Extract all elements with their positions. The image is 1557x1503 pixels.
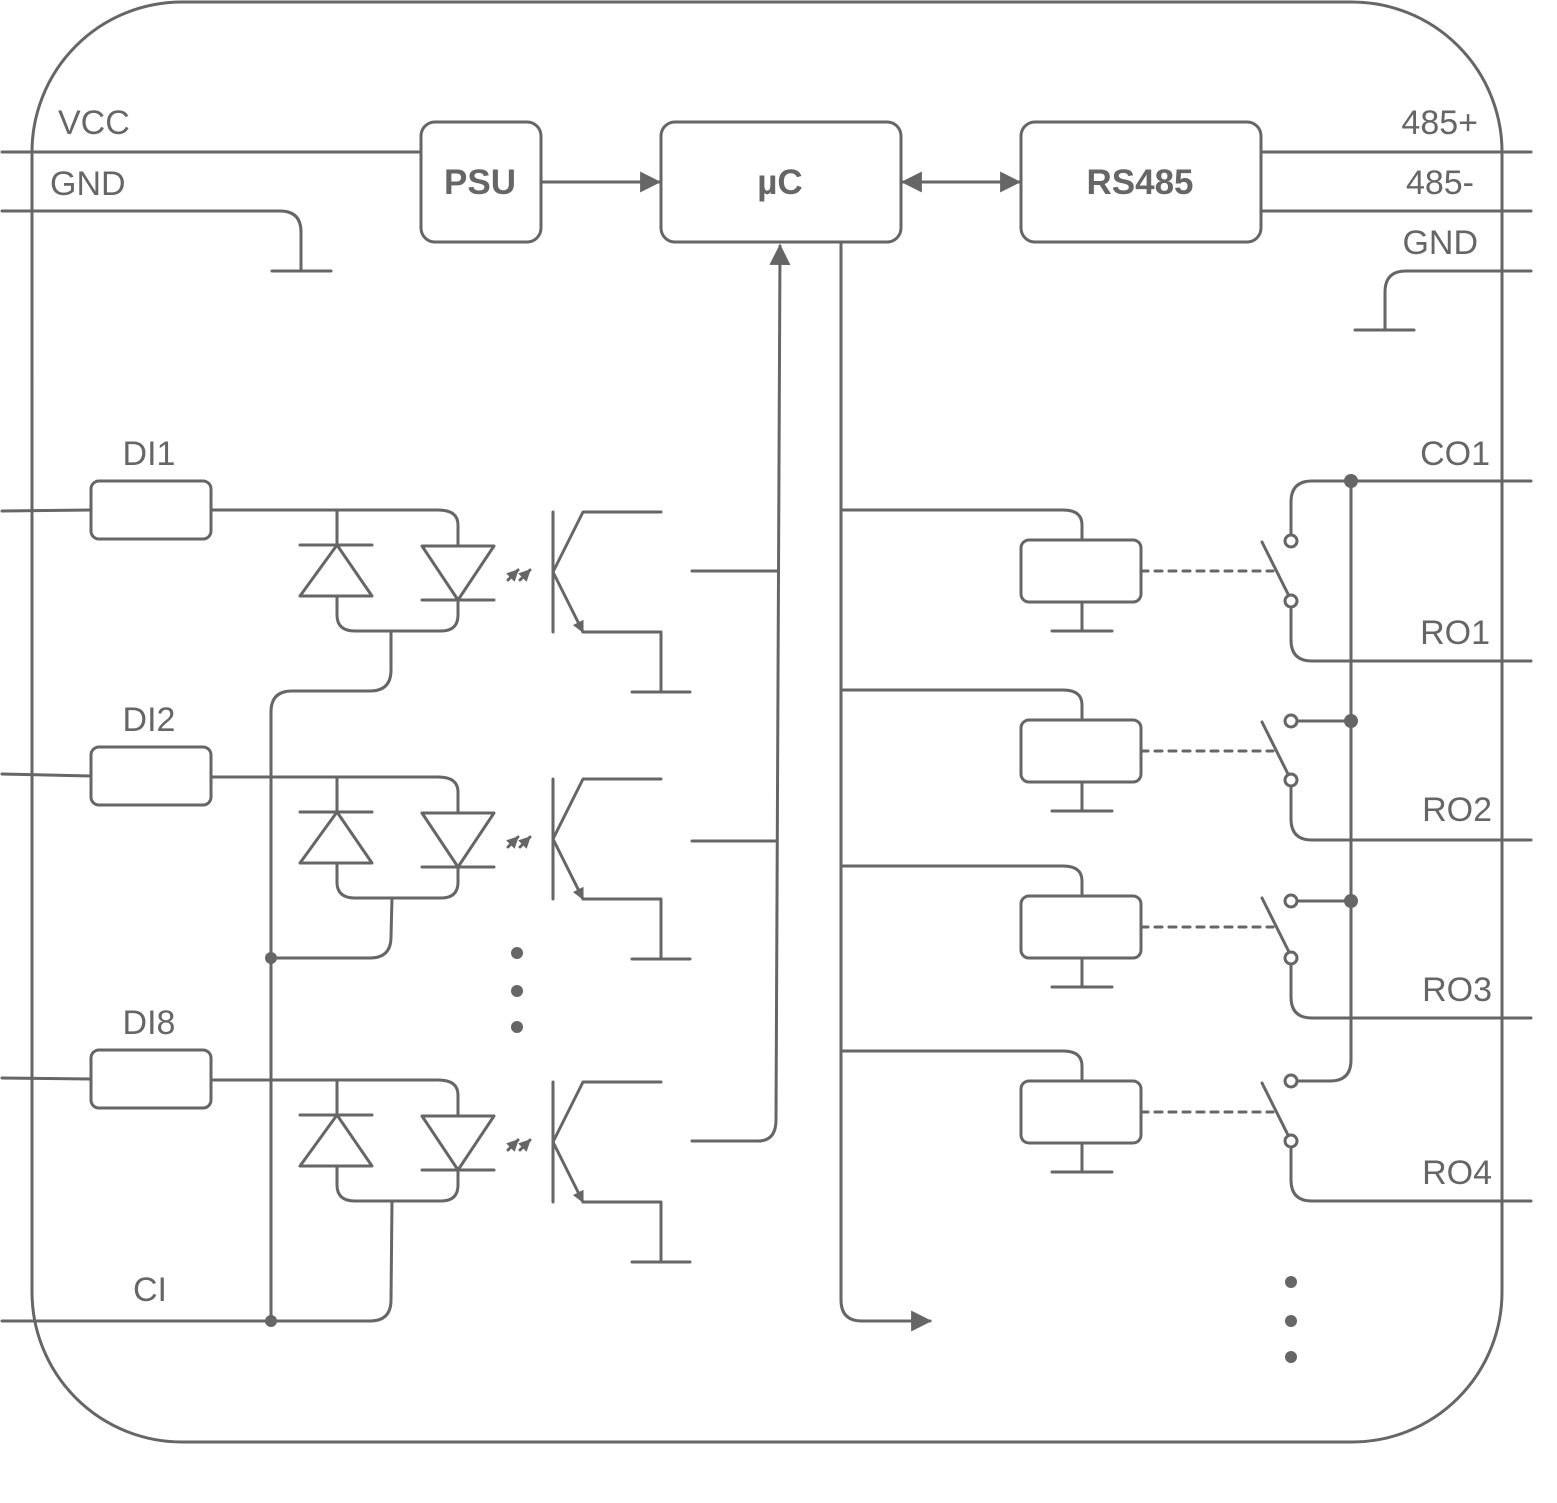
di2-channel (0, 745, 690, 959)
ci-junction-dot (265, 1315, 277, 1327)
input-bus-to-mcu (690, 243, 791, 1143)
switch-contact (1283, 950, 1299, 966)
relay-3 (841, 864, 1294, 989)
ro2-label: RO2 (1422, 791, 1492, 829)
module-enclosure (30, 0, 1504, 1444)
switch-contact (1283, 1073, 1299, 1089)
gnd-in-wire (0, 209, 303, 273)
ci-junction-dot (265, 952, 277, 964)
ellipsis-dot (511, 1021, 523, 1033)
ro4-label: RO4 (1422, 1154, 1492, 1192)
co1-junction-dot (1344, 474, 1358, 488)
rs485-minus-label: 485- (1406, 164, 1474, 202)
switch-contact (1283, 713, 1299, 729)
svg-text:PSU: PSU (444, 163, 516, 202)
gnd-in-label: GND (50, 165, 126, 203)
ci-label: CI (133, 1271, 167, 1309)
ro3-label: RO3 (1422, 971, 1492, 1009)
ro2-wire (1289, 778, 1533, 842)
svg-text:µC: µC (757, 163, 802, 202)
ellipsis-dot (1285, 1351, 1297, 1363)
vcc-label: VCC (58, 104, 130, 142)
relay-1 (841, 508, 1294, 633)
microcontroller-block: µC (659, 120, 903, 244)
ro1-label: RO1 (1420, 614, 1490, 652)
gnd-out-wire (1383, 269, 1533, 332)
ellipsis-dot (511, 947, 523, 959)
co1-label: CO1 (1420, 435, 1490, 473)
di2-common-tap (269, 896, 394, 960)
di8-label: DI8 (123, 1004, 176, 1042)
relay-4 (841, 1049, 1294, 1174)
switch-contact (1283, 533, 1299, 549)
di1-channel (0, 479, 690, 692)
rs485-plus-label: 485+ (1401, 104, 1478, 142)
switch-contact (1283, 593, 1299, 609)
di8-channel (0, 1048, 690, 1262)
ro1-wire (1289, 599, 1533, 663)
output-bus (839, 240, 933, 1332)
switch-contact (1283, 893, 1299, 909)
co1-junction-dot (1344, 894, 1358, 908)
ci-common-bus (0, 1199, 394, 1323)
relay-2 (841, 688, 1294, 813)
co1-common-bus (1289, 479, 1533, 1083)
switch-contact (1283, 1133, 1299, 1149)
di2-label: DI2 (123, 701, 176, 739)
ro4-wire (1289, 1139, 1533, 1203)
ci-vertical-bus (269, 629, 393, 1323)
ellipsis-dot (511, 985, 523, 997)
psu-block: PSU (419, 120, 543, 244)
relay-1-common (1289, 479, 1353, 543)
ellipsis-dot (1285, 1315, 1297, 1327)
switch-contact (1283, 772, 1299, 788)
gnd-out-label: GND (1402, 224, 1478, 262)
svg-text:RS485: RS485 (1086, 163, 1193, 202)
rs485-block: RS485 (1019, 120, 1263, 244)
co1-junction-dot (1344, 714, 1358, 728)
ellipsis-dot (1285, 1276, 1297, 1288)
di1-label: DI1 (123, 435, 176, 473)
ro3-wire (1289, 956, 1533, 1020)
